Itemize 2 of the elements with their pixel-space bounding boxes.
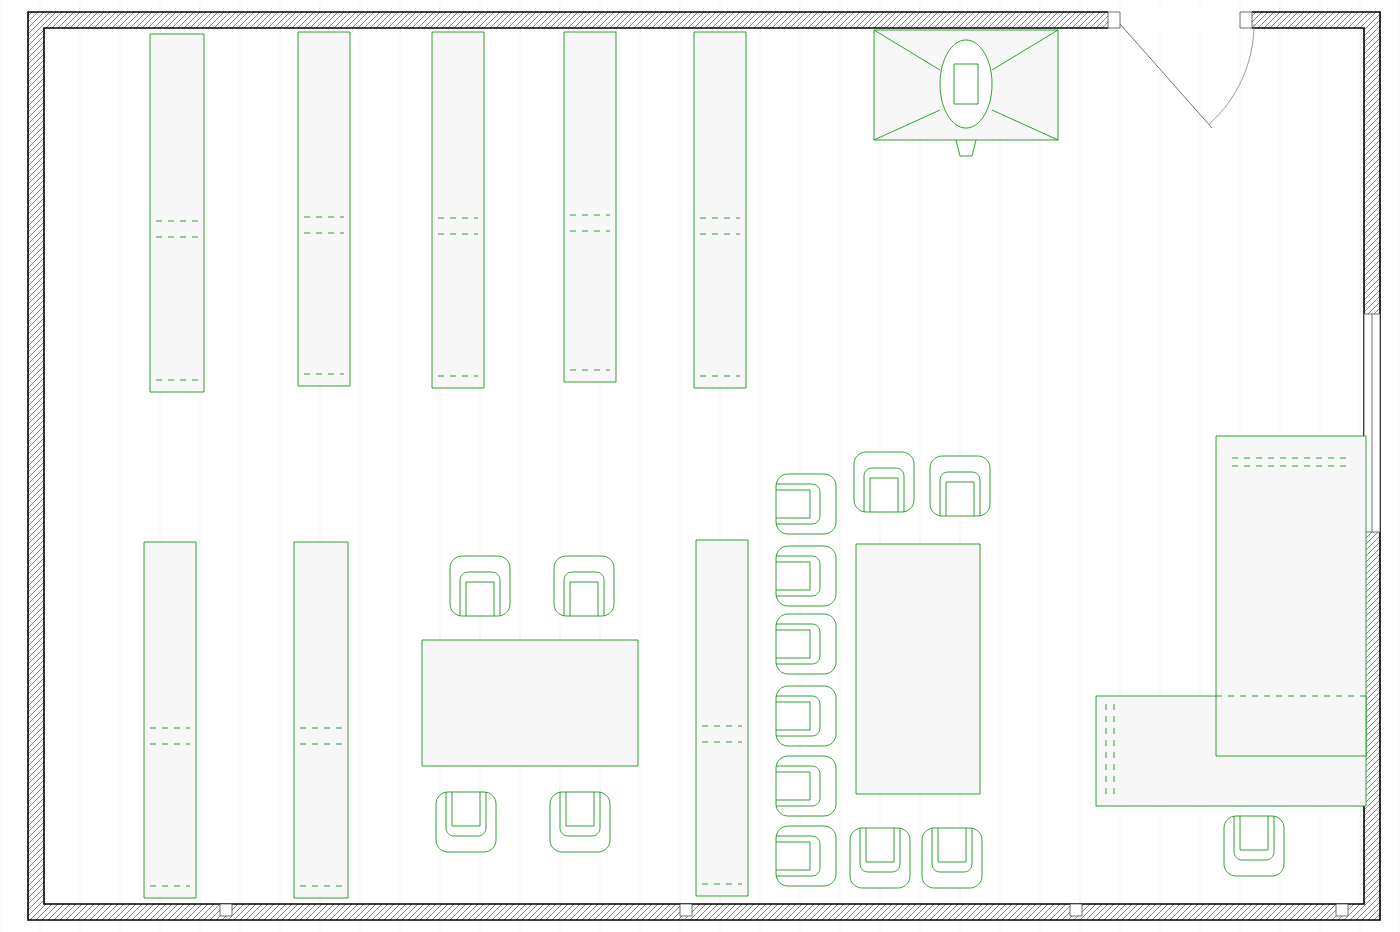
table bbox=[855, 543, 981, 795]
table bbox=[421, 639, 639, 767]
